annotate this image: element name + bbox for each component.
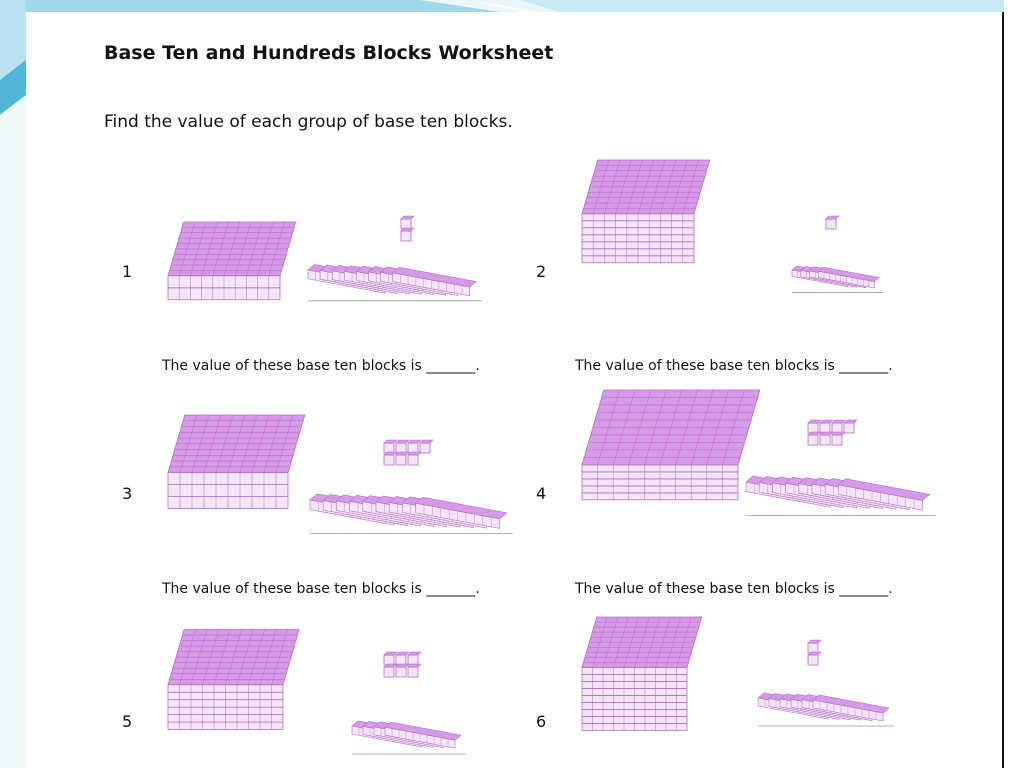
worksheet-page: Base Ten and Hundreds Blocks Worksheet F… [26, 12, 1004, 768]
answer-line-2: The value of these base ten blocks is __… [575, 358, 893, 374]
problem-5-unit-cubes [383, 651, 422, 678]
problem-number-5: 5 [122, 712, 133, 731]
problem-3-ten-rods [309, 493, 513, 534]
base-ten-blocks-illustrations [167, 159, 936, 755]
problem-3-hundreds-flats [167, 414, 306, 510]
worksheet-instruction: Find the value of each group of base ten… [104, 112, 513, 132]
problem-4-hundreds-flats [581, 389, 761, 501]
problem-1-ten-rods [307, 264, 482, 302]
problem-4-blocks [581, 389, 936, 517]
problem-3-unit-cubes [383, 439, 434, 466]
problem-6-unit-cubes [807, 639, 822, 666]
answer-line-3: The value of these base ten blocks is __… [162, 581, 480, 597]
problem-number-2: 2 [536, 262, 547, 281]
problem-6-ten-rods [757, 692, 894, 727]
problem-4-ten-rods [745, 475, 936, 517]
problem-number-6: 6 [536, 712, 547, 731]
problem-2-hundreds-flats [581, 159, 711, 264]
problem-2-unit-cubes [825, 215, 840, 230]
problem-1-blocks [167, 215, 482, 302]
problem-1-hundreds-flats [167, 221, 297, 301]
problem-number-3: 3 [122, 484, 133, 503]
problem-6-blocks [581, 616, 894, 731]
problem-2-ten-rods [791, 265, 884, 293]
problem-5-hundreds-flats [167, 629, 300, 730]
problem-1-unit-cubes [400, 215, 415, 242]
worksheet-title: Base Ten and Hundreds Blocks Worksheet [104, 42, 554, 64]
problem-3-blocks [167, 414, 513, 534]
problem-number-1: 1 [122, 262, 133, 281]
problem-6-hundreds-flats [581, 616, 703, 731]
problem-number-4: 4 [536, 484, 547, 503]
problem-4-unit-cubes [807, 419, 858, 446]
problem-5-ten-rods [351, 720, 466, 755]
problem-2-blocks [581, 159, 884, 293]
problem-5-blocks [167, 629, 466, 755]
answer-line-1: The value of these base ten blocks is __… [162, 358, 480, 374]
answer-line-4: The value of these base ten blocks is __… [575, 581, 893, 597]
